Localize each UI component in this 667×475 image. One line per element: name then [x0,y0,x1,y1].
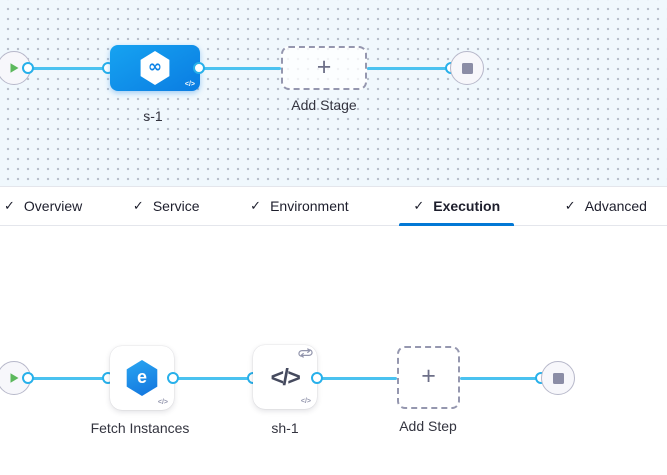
tab-label: Execution [433,198,501,214]
connector-port[interactable] [193,62,205,74]
stop-icon [552,372,564,384]
edge-stage-to-addstage [199,67,281,70]
play-icon [10,373,19,383]
tab-label: Service [152,198,200,214]
ecs-fetch-instances-icon: e [126,360,158,396]
edge-start-to-stage [28,67,108,70]
stage-node-s-1[interactable]: ∞ </> [110,45,200,91]
stage-tabs: ✓ Overview ✓ Service ✓ Environment ✓ Exe… [0,186,667,226]
edge-start-to-fetch [28,377,108,380]
execution-canvas: e </> </> </> + Fetc [0,226,667,475]
tab-overview[interactable]: ✓ Overview [4,187,82,225]
add-step-button[interactable]: + [397,346,460,409]
shell-script-icon: </> [270,363,301,390]
plus-icon: + [316,52,332,81]
tab-environment[interactable]: ✓ Environment [250,187,349,225]
connector-port[interactable] [22,62,34,74]
stage-type-icon: ∞ [140,51,170,85]
plus-icon: + [421,362,436,390]
check-icon: ✓ [413,198,425,214]
execution-end-node [541,361,575,395]
edge-sh-to-addstep [317,377,397,380]
check-icon: ✓ [250,198,262,214]
check-icon: ✓ [132,198,144,214]
tab-label: Overview [23,198,83,214]
stop-icon [461,62,473,74]
code-icon: </> [157,399,168,406]
code-icon: </> [184,81,195,88]
check-icon: ✓ [564,198,576,214]
add-stage-button[interactable]: + [281,46,367,90]
tab-service[interactable]: ✓ Service [133,187,200,225]
looping-strategy-icon [298,346,313,364]
infinity-icon: ∞ [147,56,163,77]
edge-addstage-to-end [367,67,451,70]
check-icon: ✓ [4,198,15,214]
tab-label: Environment [270,198,349,214]
step-label: sh-1 [271,420,299,436]
code-icon: </> [300,398,311,405]
stage-canvas: ∞ </> + s-1 Add Stage [0,0,667,186]
tab-advanced[interactable]: ✓ Advanced [565,187,647,225]
connector-port[interactable] [167,372,179,384]
step-sh-1[interactable]: </> </> [253,345,317,409]
step-fetch-instances[interactable]: e </> [110,346,174,410]
add-stage-label: Add Stage [291,97,357,113]
ecs-letter: e [136,367,147,387]
step-label: Fetch Instances [90,420,190,436]
pipeline-end-node [450,51,484,85]
edge-fetch-to-sh [173,377,253,380]
play-icon [10,63,19,73]
connector-port[interactable] [22,372,34,384]
add-step-label: Add Step [399,418,457,434]
tab-execution[interactable]: ✓ Execution [399,187,514,226]
edge-addstep-to-end [460,377,541,380]
tab-label: Advanced [584,198,647,214]
connector-port[interactable] [311,372,323,384]
stage-label: s-1 [143,108,163,124]
